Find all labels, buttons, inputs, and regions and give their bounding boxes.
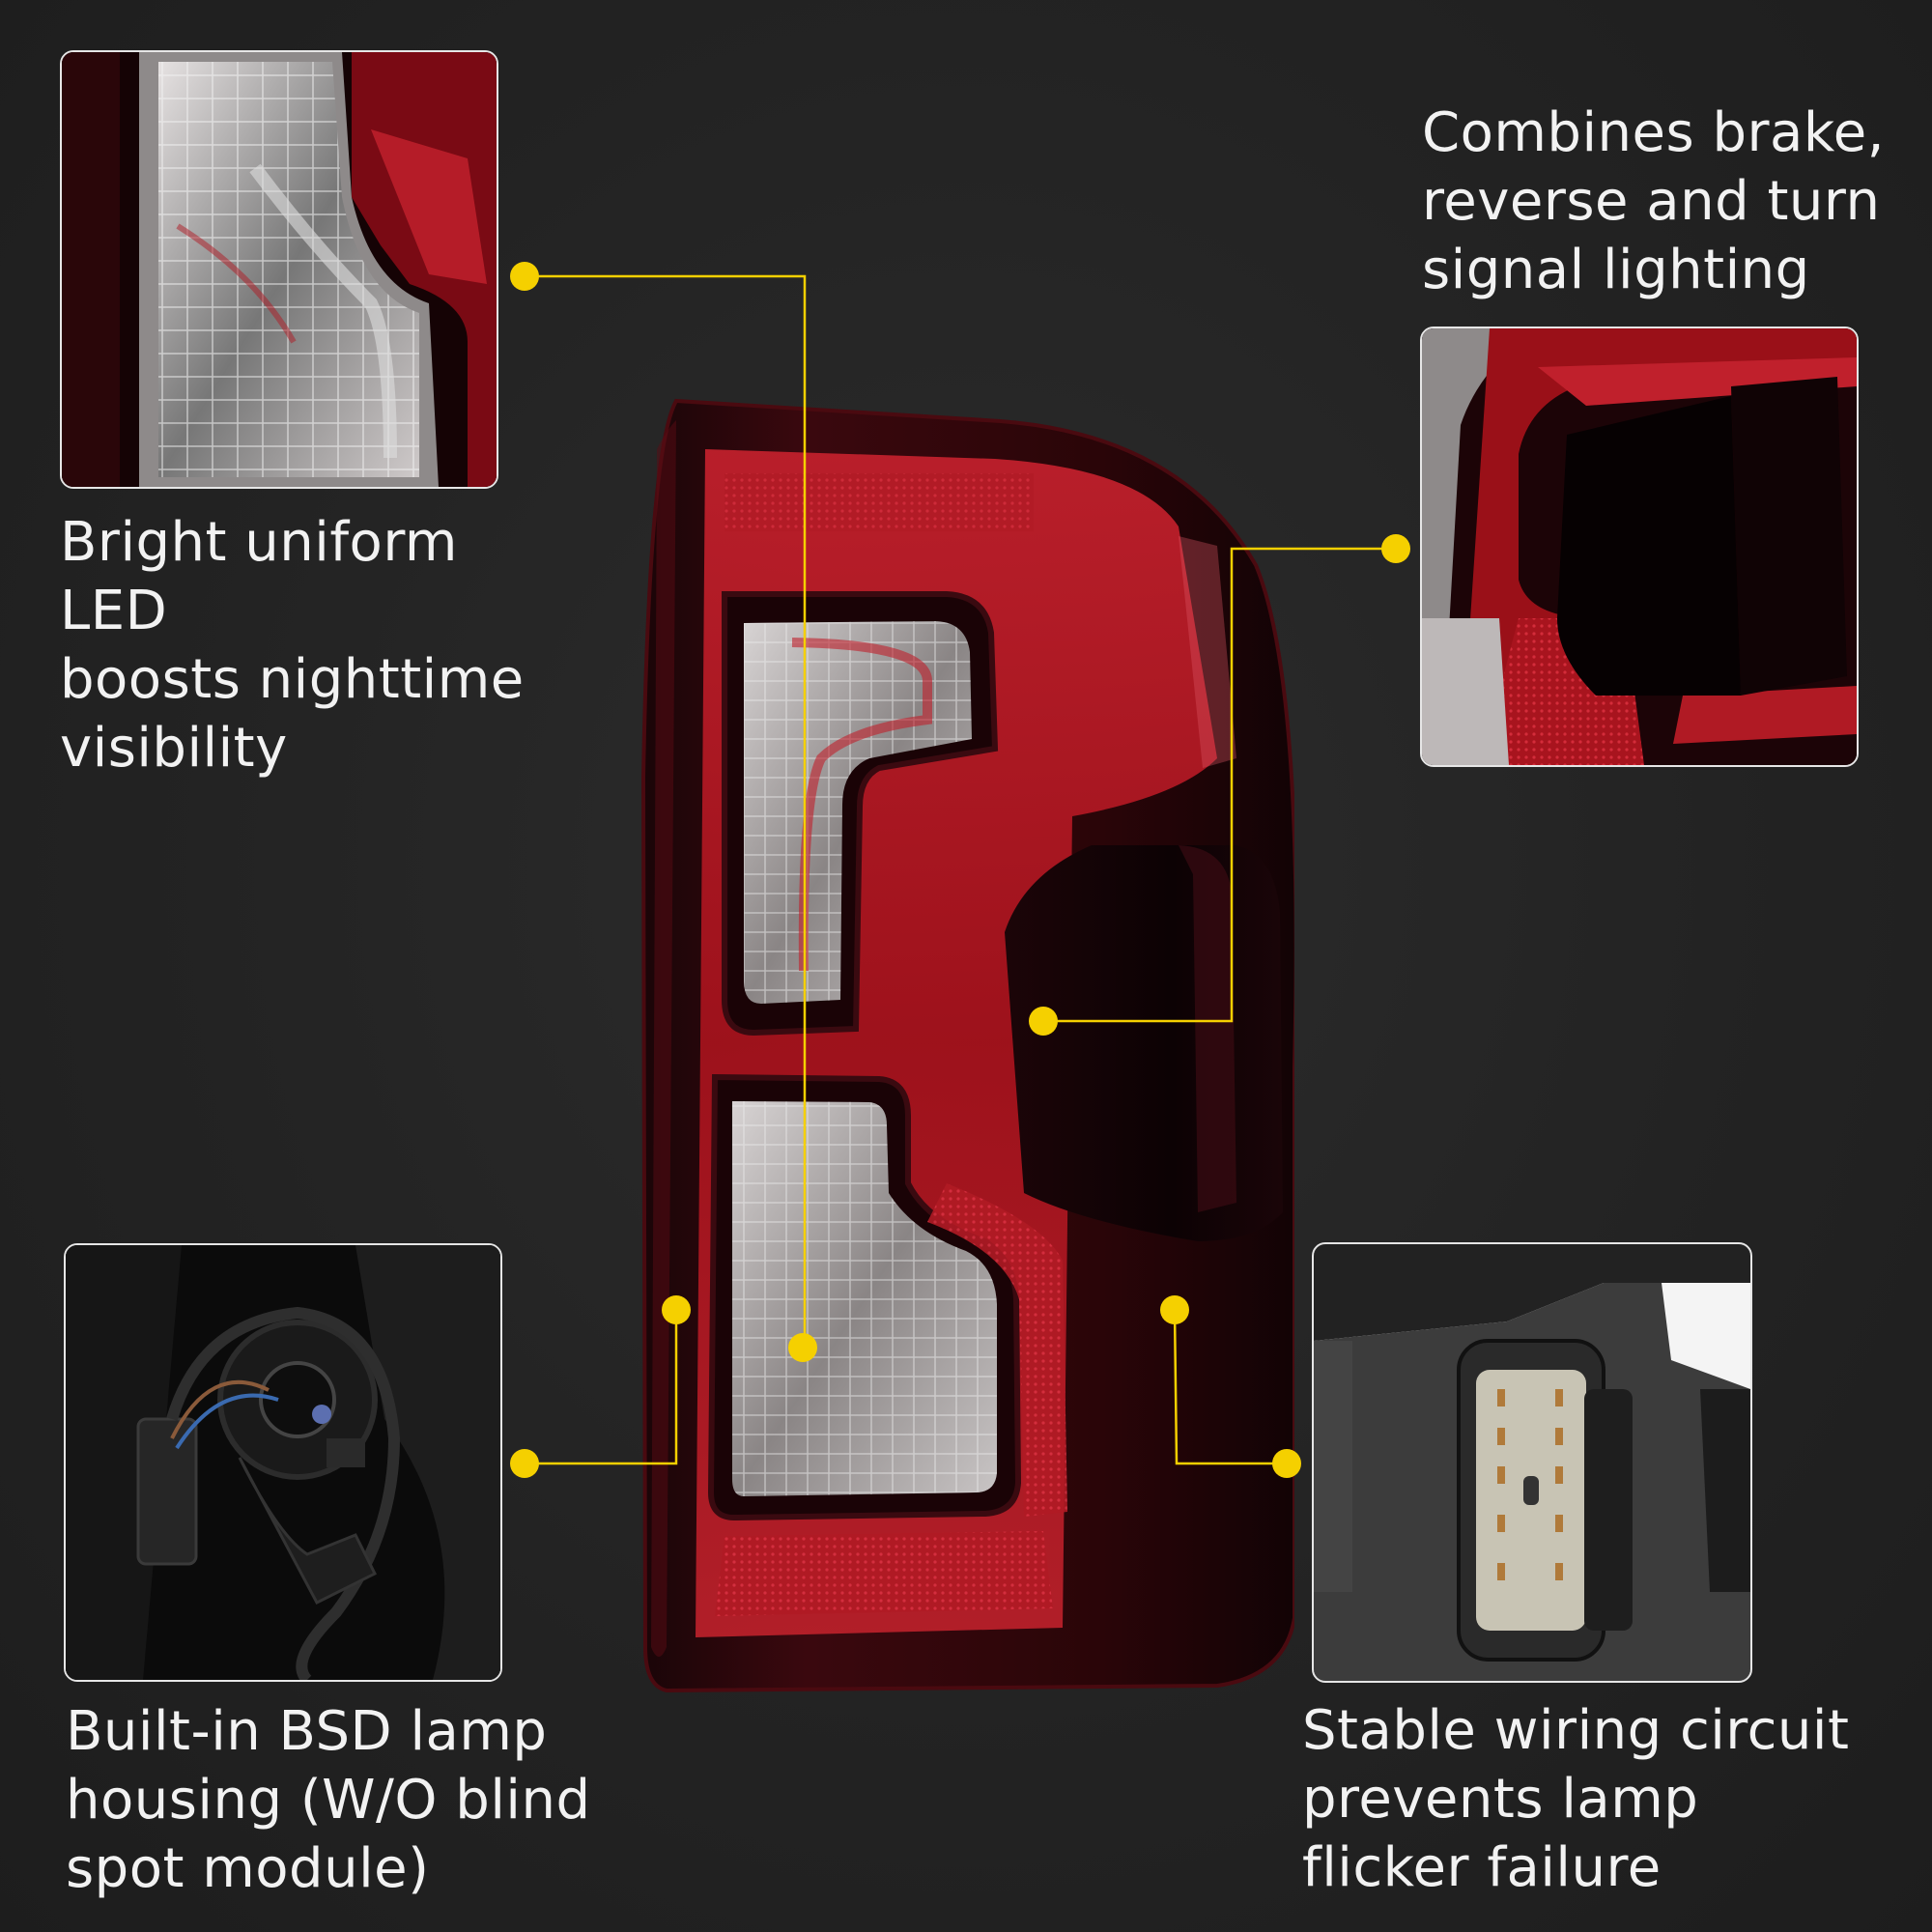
caption-stable-wiring: Stable wiring circuit prevents lamp flic…	[1302, 1699, 1850, 1899]
red-lens-closeup-inset	[1420, 327, 1859, 767]
caption-bsd-housing: Built-in BSD lamp housing (W/O blind spo…	[66, 1700, 591, 1900]
tail-lamp-image	[640, 398, 1294, 1693]
led-closeup-inset	[60, 50, 498, 489]
red-lens-closeup-image	[1422, 328, 1857, 765]
connector-closeup-image	[1314, 1244, 1750, 1681]
caption-bright-led: Bright uniform LED boosts nighttime visi…	[60, 511, 525, 780]
bsd-housing-closeup-inset	[64, 1243, 502, 1682]
callout-dot-bsd-start	[510, 1449, 539, 1478]
caption-combines-lighting: Combines brake, reverse and turn signal …	[1422, 101, 1886, 301]
connector-closeup-inset	[1312, 1242, 1752, 1683]
bsd-housing-closeup-image	[66, 1245, 500, 1680]
led-closeup-image	[62, 52, 497, 487]
callout-dot-led-start	[510, 262, 539, 291]
callout-dot-lens-start	[1381, 534, 1410, 563]
